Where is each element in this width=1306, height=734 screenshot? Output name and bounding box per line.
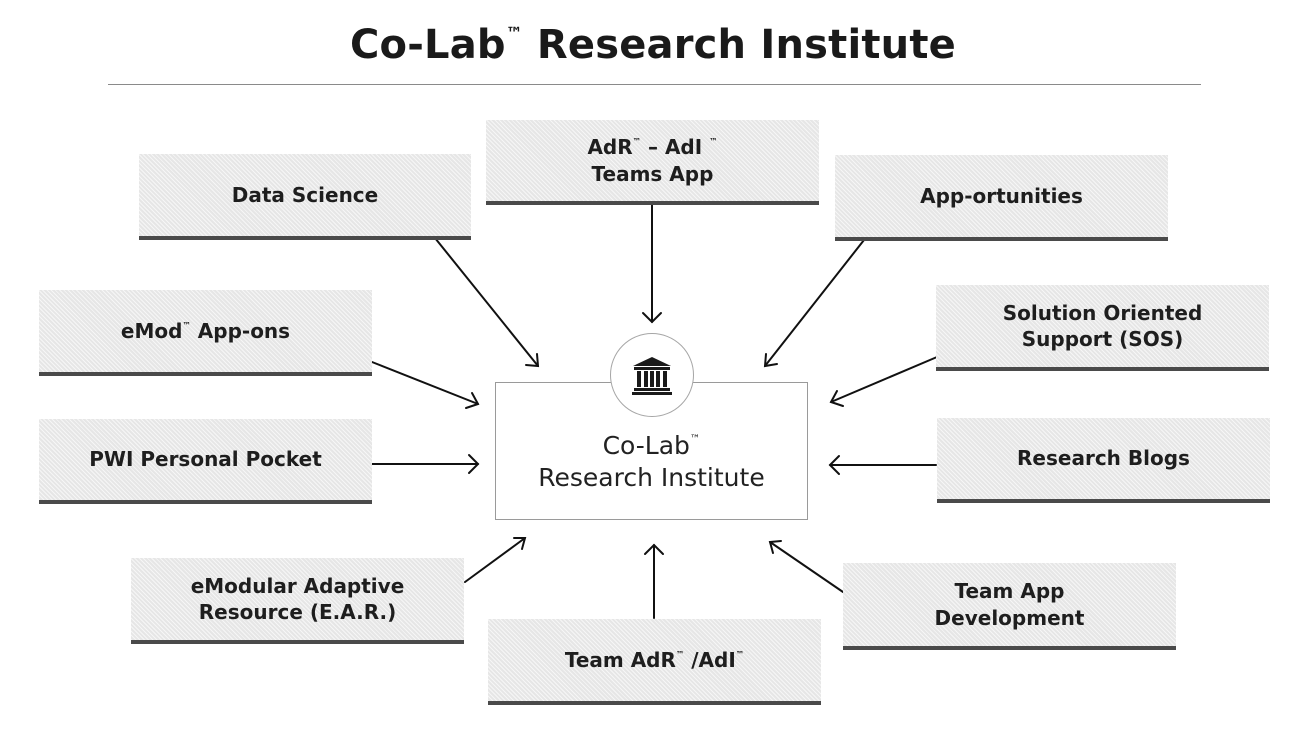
node-label: App-ortunities (920, 183, 1083, 208)
arrow-data-science (434, 237, 540, 368)
page-title: Co-Lab™ Research Institute (349, 22, 957, 68)
node-data-science: Data Science (139, 154, 471, 240)
arrow-team-app-development (768, 540, 844, 593)
node-team-adr-adi: Team AdR™ /AdI™ (488, 619, 821, 705)
arrow-app-ortunities (763, 239, 865, 368)
arrow-emod-app-ons (371, 361, 480, 409)
institution-building-icon (610, 333, 694, 417)
node-label: Team AdR™ /AdI™ (564, 647, 745, 672)
node-label: eMod™ App-ons (120, 318, 291, 343)
node-label: Data Science (231, 182, 379, 207)
node-label: PWI Personal Pocket (89, 447, 322, 472)
arrow-emodular-adaptive-resource (464, 537, 527, 583)
node-label: Research Blogs (1017, 446, 1190, 471)
arrow-adr-adi-teams-app (642, 203, 662, 324)
node-app-ortunities: App-ortunities (835, 155, 1168, 241)
arrow-solution-oriented-support (829, 356, 938, 407)
node-emod-app-ons: eMod™ App-ons (39, 290, 372, 376)
node-research-blogs: Research Blogs (937, 418, 1270, 503)
arrow-research-blogs (828, 455, 937, 475)
arrow-pwi-personal-pocket (371, 454, 480, 474)
arrow-team-adr-adi (644, 543, 664, 619)
institution-building-icon-glyph (632, 357, 672, 395)
title-divider (108, 84, 1201, 85)
node-pwi-personal-pocket: PWI Personal Pocket (39, 419, 372, 504)
